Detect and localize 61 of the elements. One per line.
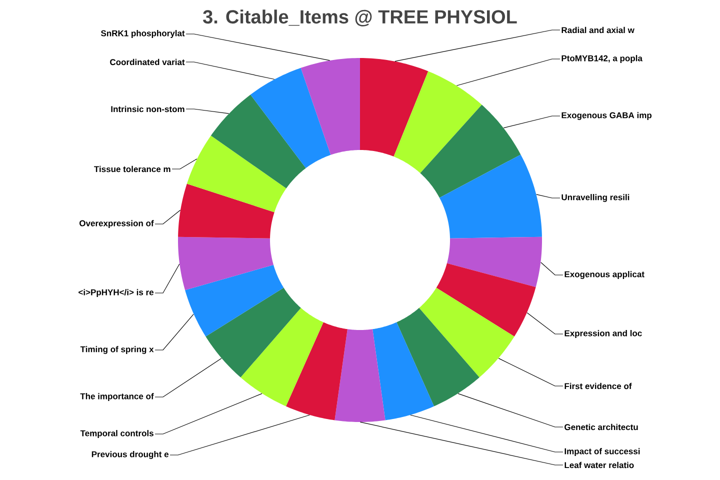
donut-slice <box>446 236 542 288</box>
slice-label: Temporal controls <box>80 430 154 438</box>
leader-line <box>186 62 275 80</box>
leader-line <box>394 30 560 62</box>
donut-slice <box>210 94 306 188</box>
slice-label: Expression and loc <box>564 330 642 338</box>
slice-label: Exogenous applicat <box>564 271 644 279</box>
chart-title: 3. Citable_Items @ TREE PHYSIOL <box>203 10 517 26</box>
donut-slice <box>420 104 521 198</box>
donut-slice <box>286 322 348 420</box>
leader-line <box>154 210 181 224</box>
leader-line <box>503 116 560 128</box>
donut-slice <box>372 322 434 420</box>
slice-label: <i>PpHYH</i> is re <box>78 289 154 297</box>
donut-slice <box>185 264 284 336</box>
donut-slice <box>206 288 301 378</box>
slice-label: Genetic architectu <box>564 424 638 430</box>
donut-slice <box>396 308 480 406</box>
leader-line <box>526 312 564 334</box>
slice-label: Overexpression of <box>80 220 154 228</box>
donut-slice <box>436 263 536 336</box>
slice-label: Timing of spring x <box>80 346 154 354</box>
slice-label: First evidence of <box>564 382 632 390</box>
donut-slice <box>250 68 331 168</box>
leader-line <box>154 314 194 350</box>
donut-slice <box>334 329 386 422</box>
slice-label: Radial and axial w <box>562 26 634 34</box>
slice-label: SnRK1 phosphorylat <box>101 30 185 38</box>
slice-label: Intrinsic non-stom <box>111 106 184 112</box>
leader-line <box>172 158 198 170</box>
leader-line <box>186 108 230 114</box>
donut-slice <box>439 154 542 238</box>
donut-slice <box>186 136 286 212</box>
donut-slice <box>300 58 360 155</box>
slice-label: Coordinated variat <box>110 58 185 66</box>
leader-line <box>186 34 330 61</box>
slice-label: Exogenous GABA imp <box>562 112 652 120</box>
leader-line <box>458 393 564 428</box>
leader-line <box>154 358 222 398</box>
slice-label: Unravelling resili <box>562 194 630 202</box>
slice-label: The importance of <box>80 393 154 401</box>
leader-line <box>170 414 310 456</box>
leader-line <box>154 264 180 294</box>
donut-slice <box>178 236 274 290</box>
slice-label: Leaf water relatio <box>564 462 634 468</box>
donut-slice <box>360 58 428 157</box>
slice-label: Impact of successi <box>564 448 640 456</box>
donut-slice <box>178 184 274 238</box>
leader-line <box>154 393 262 434</box>
leader-line <box>360 422 564 466</box>
slice-label: Tissue tolerance m <box>94 166 170 172</box>
donut-slice <box>394 71 482 174</box>
leader-line <box>456 58 560 86</box>
slice-label: PtoMYB142, a popla <box>562 55 642 63</box>
donut-slice <box>240 308 324 406</box>
leader-line <box>536 194 560 198</box>
slice-label: Previous drought e <box>92 451 168 459</box>
leader-line <box>410 414 564 452</box>
leader-line <box>540 262 564 276</box>
donut-slice <box>419 288 514 378</box>
leader-line <box>498 358 564 386</box>
